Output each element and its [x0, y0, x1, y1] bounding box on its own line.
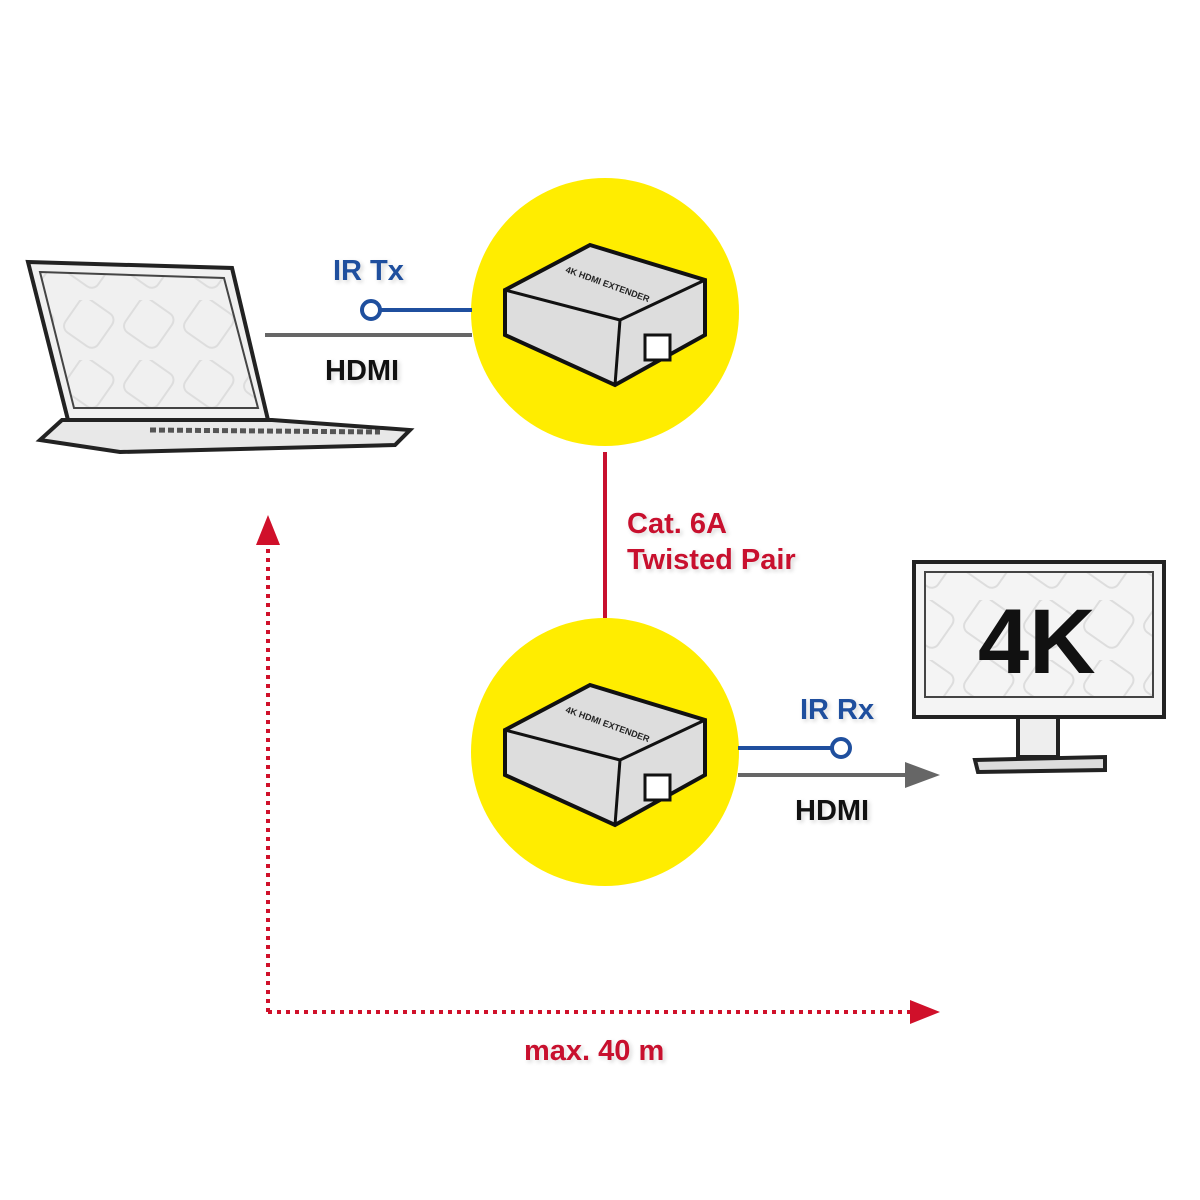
cable-label-line2: Twisted Pair	[627, 544, 796, 576]
laptop-icon	[25, 259, 415, 455]
ir-tx-endpoint	[360, 299, 382, 321]
extender-transmitter-icon: 4K HDMI EXTENDER	[503, 242, 707, 388]
hdmi-output-label: HDMI	[795, 795, 870, 827]
hdmi-input-label: HDMI	[325, 355, 400, 387]
distance-horizontal-arrowhead	[910, 1000, 940, 1024]
monitor-icon	[912, 560, 1166, 775]
monitor-4k-label: 4K	[978, 591, 1096, 693]
distance-label: max. 40 m	[524, 1035, 665, 1067]
ir-tx-label: IR Tx	[333, 255, 404, 287]
ir-rx-endpoint	[830, 737, 852, 759]
extender-receiver-icon: 4K HDMI EXTENDER	[503, 682, 707, 828]
cable-type-label: Cat. 6A Twisted Pair	[627, 506, 796, 578]
hdmi-output-arrowhead	[905, 762, 940, 788]
distance-vertical-arrowhead	[256, 515, 280, 545]
ir-rx-label: IR Rx	[800, 694, 875, 726]
cable-label-line1: Cat. 6A	[627, 508, 727, 540]
